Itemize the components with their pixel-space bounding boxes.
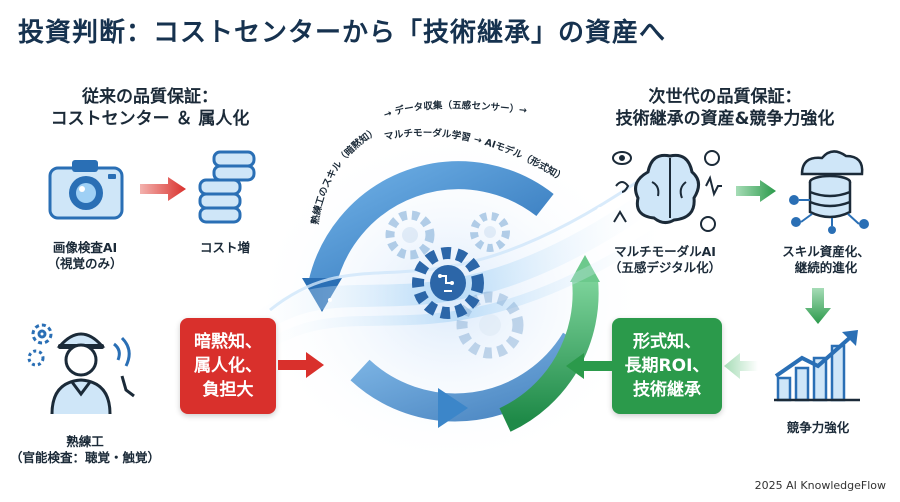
left-heading: 従来の品質保証： コストセンター ＆ 属人化 — [40, 86, 260, 130]
wave-line — [269, 178, 641, 312]
worker-icon — [27, 323, 135, 415]
sparkle — [328, 298, 332, 302]
page-title: 投資判断：コストセンターから「技術継承」の資産へ — [18, 18, 667, 48]
arc-green — [499, 278, 599, 432]
red-box-line2: 属人化、 — [194, 356, 262, 376]
coin-stack-icon — [198, 150, 256, 224]
gear-icon — [470, 212, 510, 252]
cost-label-line1: コスト増 — [199, 240, 250, 255]
tacit-knowledge-box: 暗黙知、 属人化、 負担大 — [180, 318, 276, 414]
left-heading-line1: 従来の品質保証： — [82, 87, 218, 107]
right-heading: 次世代の品質保証： 技術継承の資産&競争力強化 — [600, 86, 850, 130]
arc-top-blue — [308, 161, 554, 289]
skill-asset-label: スキル資産化、 継続的進化 — [766, 244, 886, 276]
svg-text:→ データ収集（五感センサー）→: → データ収集（五感センサー）→ — [382, 99, 527, 121]
multimodal-label-line2: （五感デジタル化） — [608, 260, 722, 275]
skill-asset-label-line1: スキル資産化、 — [782, 244, 870, 259]
cloud-database-icon — [789, 150, 869, 234]
brain-sensor-icon — [612, 150, 722, 232]
cycle-text-3: マルチモーダル学習 → AIモデル（形式知） — [383, 127, 567, 184]
right-heading-line2: 技術継承の資産&競争力強化 — [615, 109, 835, 129]
red-box-line1: 暗黙知、 — [194, 332, 262, 352]
arrow-down-green — [805, 288, 831, 324]
camera-label-line1: 画像検査AI — [52, 240, 118, 255]
explicit-knowledge-box: 形式知、 長期ROI、 技術継承 — [612, 318, 722, 414]
svg-text:マルチモーダル学習 → AIモデル（形式知）: マルチモーダル学習 → AIモデル（形式知） — [383, 127, 567, 184]
camera-label-line2: （視覚のみ） — [47, 256, 123, 271]
gear-icon — [456, 291, 524, 359]
growth-chart-icon — [774, 330, 860, 402]
arrow-right-red — [140, 177, 186, 201]
wave-band-2 — [257, 225, 663, 355]
worker-label-line2: （官能検査：聴覚・触覚） — [10, 450, 161, 465]
cycle-text-2: → データ収集（五感センサー）→ — [382, 99, 527, 121]
multimodal-label: マルチモーダルAI （五感デジタル化） — [600, 244, 730, 276]
arc-bottom-arrowhead — [438, 388, 468, 428]
wave-band-1 — [243, 190, 657, 339]
camera-icon — [48, 160, 124, 220]
camera-label: 画像検査AI （視覚のみ） — [30, 240, 140, 272]
worker-label: 熟練工 （官能検査：聴覚・触覚） — [10, 434, 160, 466]
worker-label-line1: 熟練工 — [66, 434, 104, 449]
cycle-text-1: 熟練工のスキル（暗黙知） — [309, 125, 380, 225]
competitive-label-line1: 競争力強化 — [786, 420, 850, 435]
arrow-right-red — [278, 352, 324, 378]
footer-credit: 2025 AI KnowledgeFlow — [754, 479, 886, 492]
green-box-line2: 長期ROI、 — [624, 356, 710, 376]
green-box-line1: 形式知、 — [633, 332, 701, 352]
red-box-line3: 負担大 — [202, 380, 254, 400]
circuit-gear-icon — [412, 247, 484, 319]
left-heading-line2: コストセンター ＆ 属人化 — [50, 109, 250, 129]
green-box-line3: 技術継承 — [633, 380, 701, 400]
right-heading-line1: 次世代の品質保証： — [648, 87, 802, 107]
sparkle — [597, 207, 603, 213]
cost-label: コスト増 — [180, 240, 270, 256]
competitive-label: 競争力強化 — [770, 420, 866, 436]
arrow-right-green — [736, 180, 776, 202]
arrow-left-green — [566, 353, 612, 379]
arrow-left-green — [724, 353, 758, 379]
skill-asset-label-line2: 継続的進化 — [794, 260, 858, 275]
gear-icon — [385, 210, 435, 260]
svg-text:熟練工のスキル（暗黙知）: 熟練工のスキル（暗黙知） — [309, 125, 380, 225]
multimodal-label-line1: マルチモーダルAI — [614, 244, 716, 259]
